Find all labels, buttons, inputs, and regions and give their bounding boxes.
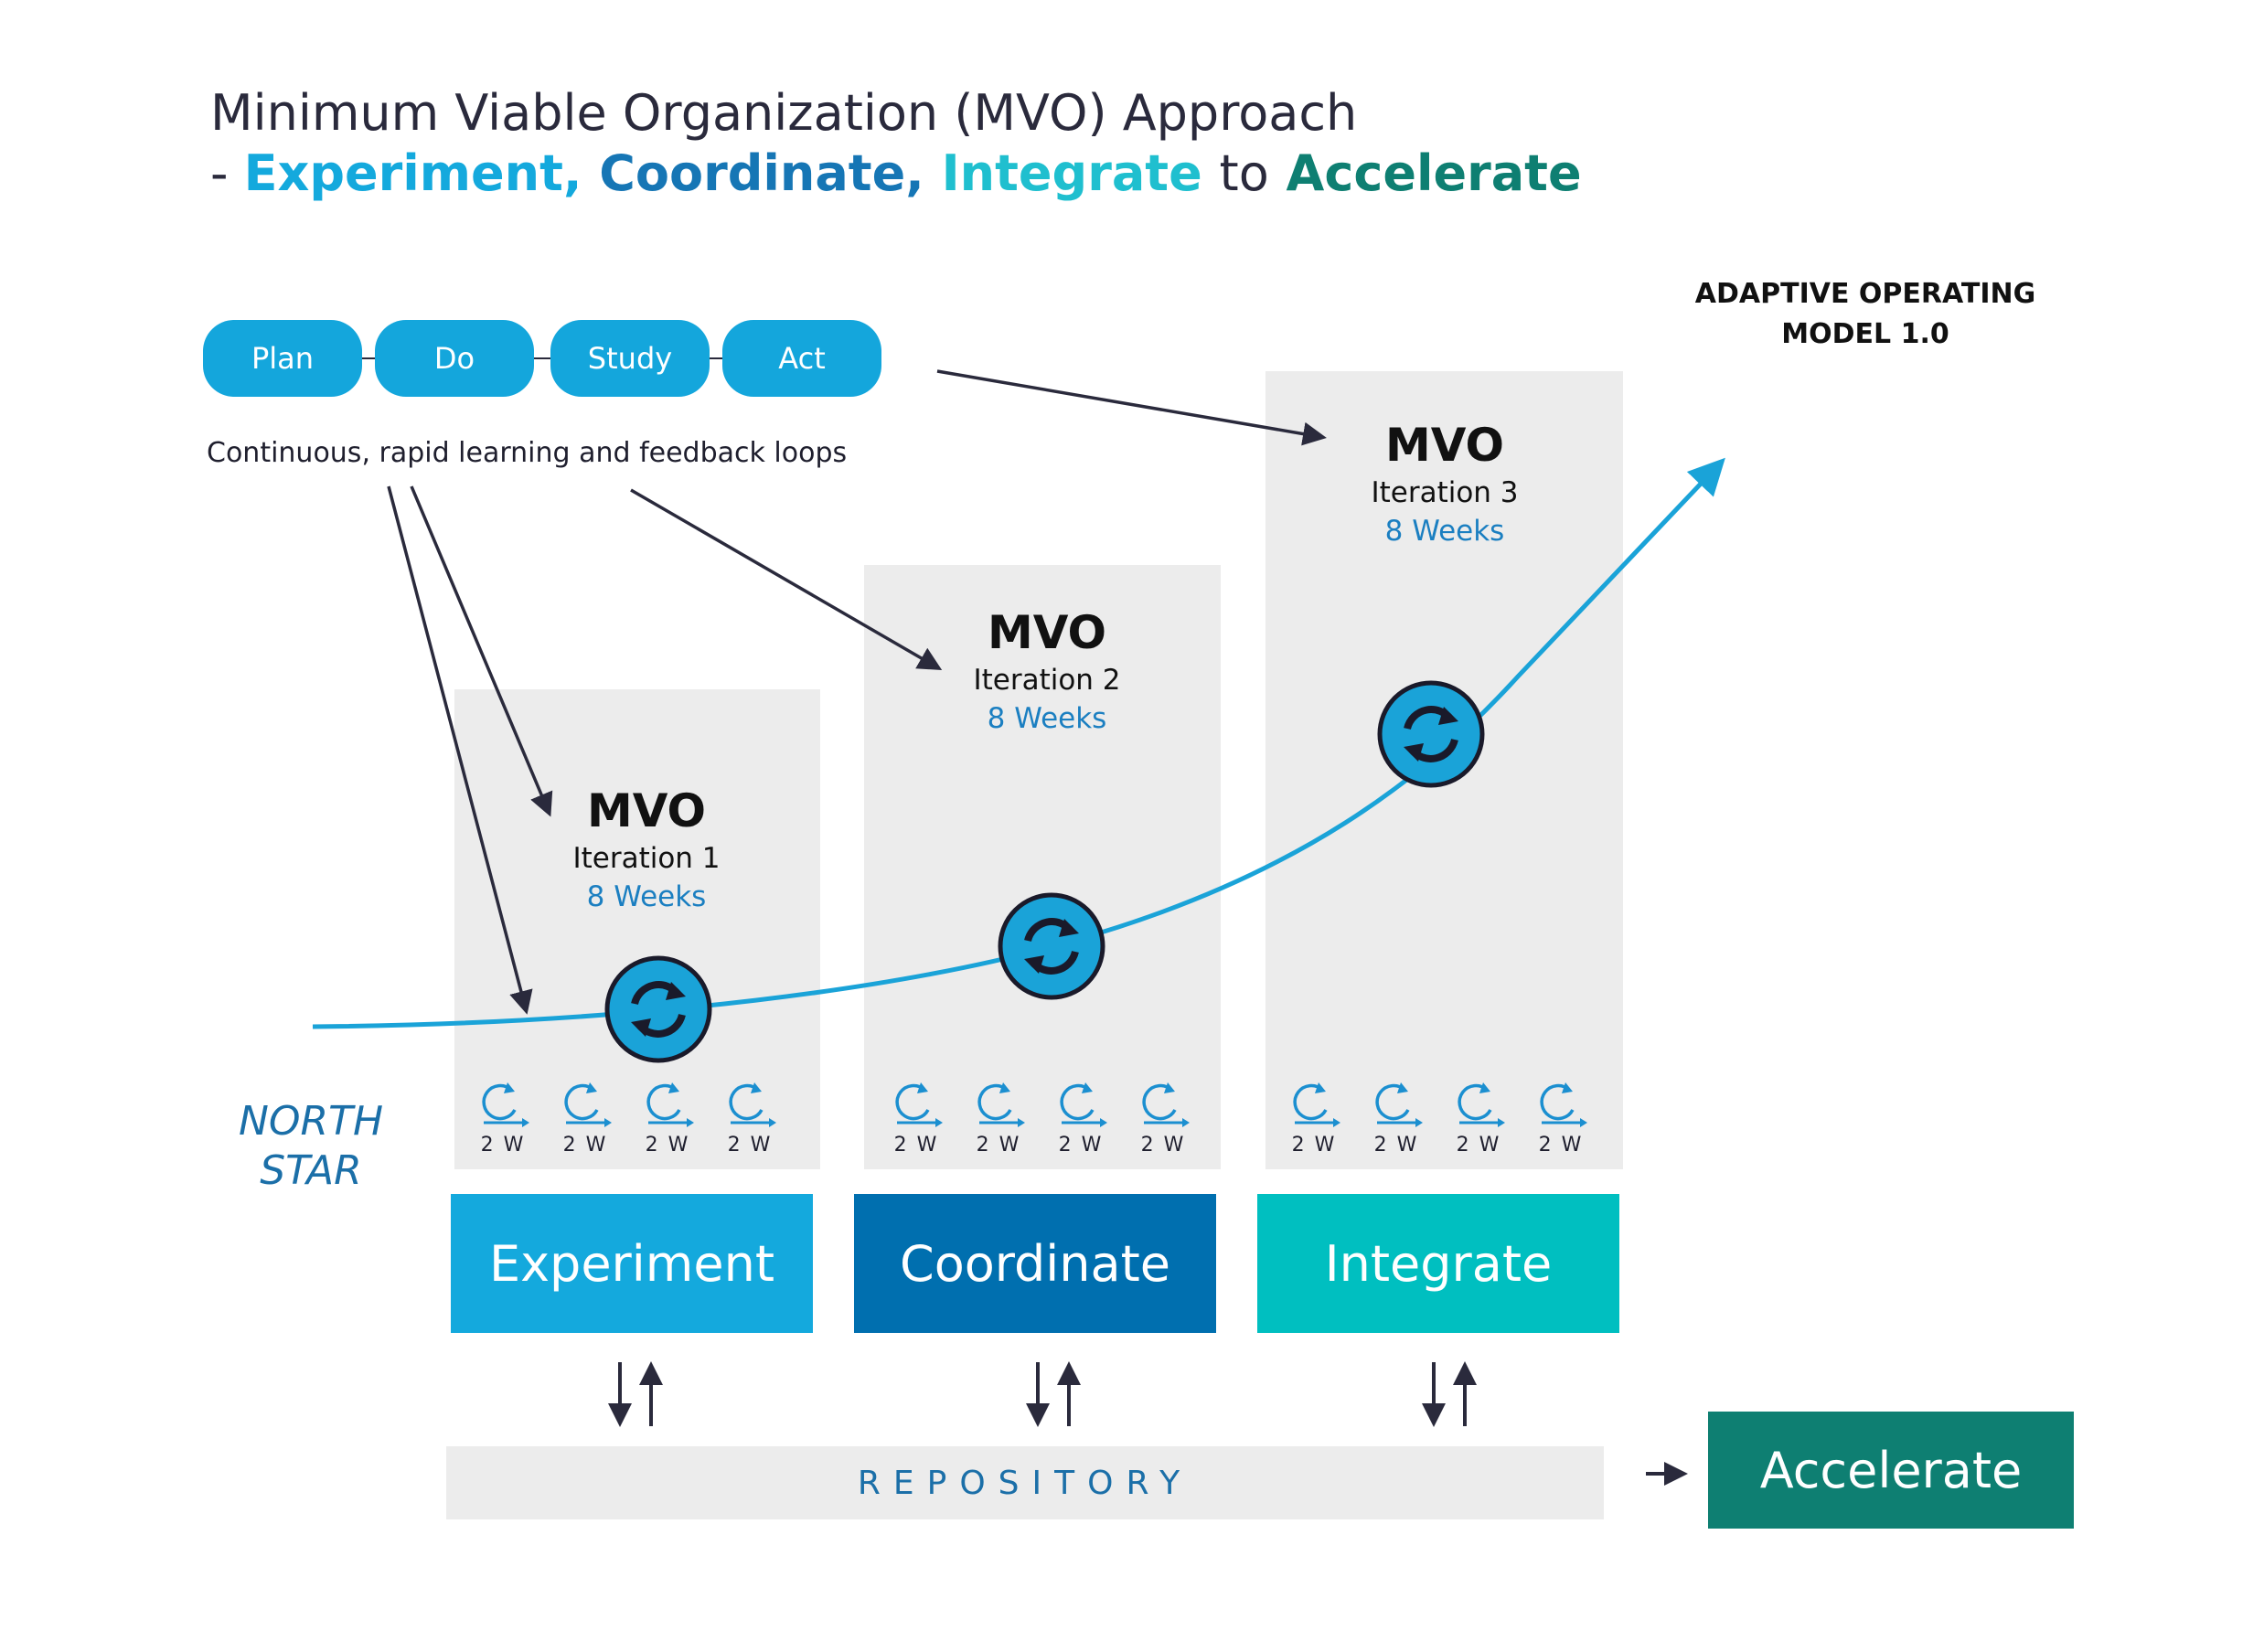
sprint-row-3: 2 W 2 W 2 W 2 W bbox=[1277, 1077, 1597, 1156]
iteration-3-label: MVO Iteration 3 8 Weeks bbox=[1262, 419, 1628, 549]
north-star-line2: STAR bbox=[260, 1146, 362, 1194]
adaptive-model-line1: ADAPTIVE OPERATING bbox=[1694, 278, 2036, 310]
pill-do: Do bbox=[375, 320, 534, 397]
feedback-arrow-4 bbox=[936, 369, 1327, 446]
sprint-cycle-icon bbox=[646, 1082, 694, 1127]
north-star-line1: NORTH bbox=[238, 1098, 384, 1145]
iteration-name: Iteration 1 bbox=[572, 842, 721, 875]
sprint-label: 2 W bbox=[645, 1134, 690, 1156]
sprint-label: 2 W bbox=[976, 1134, 1021, 1156]
sprint-label: 2 W bbox=[1058, 1134, 1104, 1156]
sprint-cycle-icon bbox=[977, 1082, 1025, 1127]
sprint-item: 2 W bbox=[549, 1077, 622, 1156]
sprint-row-2: 2 W 2 W 2 W 2 W bbox=[880, 1077, 1200, 1156]
sprint-cycle-icon bbox=[1060, 1082, 1107, 1127]
sprint-cycle-icon bbox=[1375, 1082, 1423, 1127]
phase-integrate: Integrate bbox=[1257, 1194, 1619, 1333]
subtitle-integrate: Integrate bbox=[941, 144, 1202, 202]
sprint-item: 2 W bbox=[1360, 1077, 1433, 1156]
page-subtitle: - Experiment, Coordinate, Integrate to A… bbox=[210, 144, 1582, 202]
sprint-label: 2 W bbox=[1291, 1134, 1337, 1156]
sprint-label: 2 W bbox=[727, 1134, 773, 1156]
north-star-label: NORTH STAR bbox=[210, 1097, 411, 1195]
mvo-title: MVO bbox=[987, 606, 1107, 659]
subtitle-accelerate: Accelerate bbox=[1286, 144, 1582, 202]
adaptive-model-label: ADAPTIVE OPERATING MODEL 1.0 bbox=[1628, 274, 2103, 354]
updown-arrows-1 bbox=[608, 1361, 663, 1427]
cycle-icon-3 bbox=[1377, 680, 1485, 788]
iteration-duration: 8 Weeks bbox=[987, 702, 1107, 735]
iteration-name: Iteration 3 bbox=[1371, 476, 1519, 509]
iteration-2-label: MVO Iteration 2 8 Weeks bbox=[864, 606, 1230, 736]
adaptive-model-line2: MODEL 1.0 bbox=[1781, 317, 1949, 350]
sprint-item: 2 W bbox=[1277, 1077, 1351, 1156]
feedback-arrow-2 bbox=[410, 485, 553, 817]
repository-bar: REPOSITORY bbox=[446, 1446, 1604, 1519]
page-title: Minimum Viable Organization (MVO) Approa… bbox=[210, 84, 1358, 142]
sprint-label: 2 W bbox=[893, 1134, 939, 1156]
updown-arrows-2 bbox=[1026, 1361, 1081, 1427]
updown-arrows-3 bbox=[1422, 1361, 1477, 1427]
subtitle-dash: - bbox=[210, 144, 244, 202]
cycle-icon-1 bbox=[604, 955, 712, 1063]
mvo-title: MVO bbox=[586, 784, 707, 837]
iteration-1-label: MVO Iteration 1 8 Weeks bbox=[464, 784, 829, 914]
iteration-duration: 8 Weeks bbox=[586, 880, 707, 913]
sprint-item: 2 W bbox=[1127, 1077, 1200, 1156]
sprint-row-1: 2 W 2 W 2 W 2 W bbox=[466, 1077, 786, 1156]
sprint-cycle-icon bbox=[564, 1082, 612, 1127]
cycle-icon-2 bbox=[998, 892, 1105, 1000]
sprint-cycle-icon bbox=[1458, 1082, 1505, 1127]
sprint-item: 2 W bbox=[1524, 1077, 1597, 1156]
sprint-item: 2 W bbox=[466, 1077, 539, 1156]
sprint-cycle-icon bbox=[729, 1082, 776, 1127]
sprint-label: 2 W bbox=[1373, 1134, 1419, 1156]
sprint-item: 2 W bbox=[962, 1077, 1035, 1156]
sprint-label: 2 W bbox=[1140, 1134, 1186, 1156]
sprint-item: 2 W bbox=[880, 1077, 953, 1156]
pill-plan: Plan bbox=[203, 320, 362, 397]
sprint-cycle-icon bbox=[1540, 1082, 1587, 1127]
sprint-cycle-icon bbox=[1293, 1082, 1340, 1127]
feedback-arrow-3 bbox=[630, 488, 943, 671]
sprint-item: 2 W bbox=[1044, 1077, 1117, 1156]
subtitle-coordinate: Coordinate, bbox=[599, 144, 924, 202]
sprint-item: 2 W bbox=[1442, 1077, 1515, 1156]
phase-coordinate: Coordinate bbox=[854, 1194, 1216, 1333]
subtitle-to: to bbox=[1219, 144, 1269, 202]
feedback-arrow-1 bbox=[387, 485, 533, 1015]
sprint-cycle-icon bbox=[895, 1082, 943, 1127]
sprint-cycle-icon bbox=[482, 1082, 529, 1127]
subtitle-experiment: Experiment, bbox=[243, 144, 582, 202]
mvo-title: MVO bbox=[1384, 419, 1505, 472]
sprint-label: 2 W bbox=[1538, 1134, 1584, 1156]
iteration-duration: 8 Weeks bbox=[1384, 515, 1505, 548]
sprint-cycle-icon bbox=[1142, 1082, 1190, 1127]
accelerate-box: Accelerate bbox=[1708, 1412, 2074, 1529]
iteration-name: Iteration 2 bbox=[973, 664, 1121, 697]
sprint-label: 2 W bbox=[1456, 1134, 1501, 1156]
pill-act: Act bbox=[722, 320, 881, 397]
sprint-label: 2 W bbox=[480, 1134, 526, 1156]
sprint-item: 2 W bbox=[713, 1077, 786, 1156]
sprint-label: 2 W bbox=[562, 1134, 608, 1156]
sprint-item: 2 W bbox=[631, 1077, 704, 1156]
feedback-caption: Continuous, rapid learning and feedback … bbox=[207, 437, 848, 469]
pill-study: Study bbox=[550, 320, 710, 397]
phase-experiment: Experiment bbox=[451, 1194, 813, 1333]
